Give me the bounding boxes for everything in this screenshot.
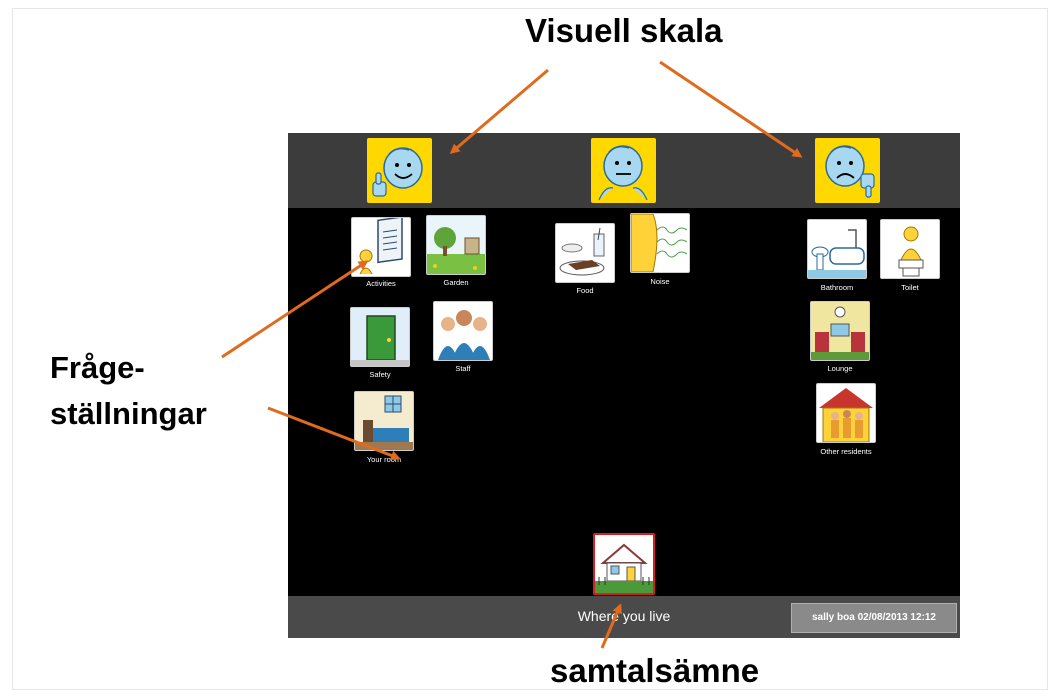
card-toilet[interactable]: [880, 219, 940, 279]
talking-mats-board: Activities Garden Safety Staff: [288, 133, 960, 638]
card-activities[interactable]: [351, 217, 411, 277]
questions-annotation-line1: Fråge-: [50, 350, 145, 385]
card-other-residents[interactable]: [816, 383, 876, 443]
thumbs-down-sad-face-icon[interactable]: [815, 138, 880, 203]
card-label-bathroom: Bathroom: [820, 283, 854, 292]
card-label-lounge: Lounge: [827, 364, 853, 373]
card-bathroom[interactable]: [807, 219, 867, 279]
card-label-other-residents: Other residents: [820, 447, 872, 456]
card-food[interactable]: [555, 223, 615, 283]
card-safety[interactable]: [350, 307, 410, 367]
visual-scale-bar: [288, 133, 960, 208]
card-noise[interactable]: [630, 213, 690, 273]
card-label-food: Food: [576, 286, 594, 295]
card-garden[interactable]: [426, 215, 486, 275]
card-label-staff: Staff: [455, 364, 471, 373]
card-label-safety: Safety: [369, 370, 391, 379]
card-label-noise: Noise: [650, 277, 670, 286]
neutral-face-icon[interactable]: [591, 138, 656, 203]
card-label-toilet: Toilet: [901, 283, 919, 292]
card-label-your-room: Your room: [366, 455, 402, 464]
topic-card-where-you-live[interactable]: [593, 533, 655, 595]
visual-scale-annotation: Visuell skala: [525, 12, 723, 49]
thumbs-up-happy-face-icon[interactable]: [367, 138, 432, 203]
topic-bar: Where you live sally boa 02/08/2013 12:1…: [288, 596, 960, 638]
card-lounge[interactable]: [810, 301, 870, 361]
card-your-room[interactable]: [354, 391, 414, 451]
card-staff[interactable]: [433, 301, 493, 361]
card-label-activities: Activities: [366, 279, 396, 288]
questions-annotation-line2: ställningar: [50, 396, 207, 431]
card-label-garden: Garden: [443, 278, 469, 287]
status-box: sally boa 02/08/2013 12:12: [791, 603, 957, 633]
topic-annotation: samtalsämne: [550, 652, 760, 689]
slide-frame: [12, 8, 1048, 690]
